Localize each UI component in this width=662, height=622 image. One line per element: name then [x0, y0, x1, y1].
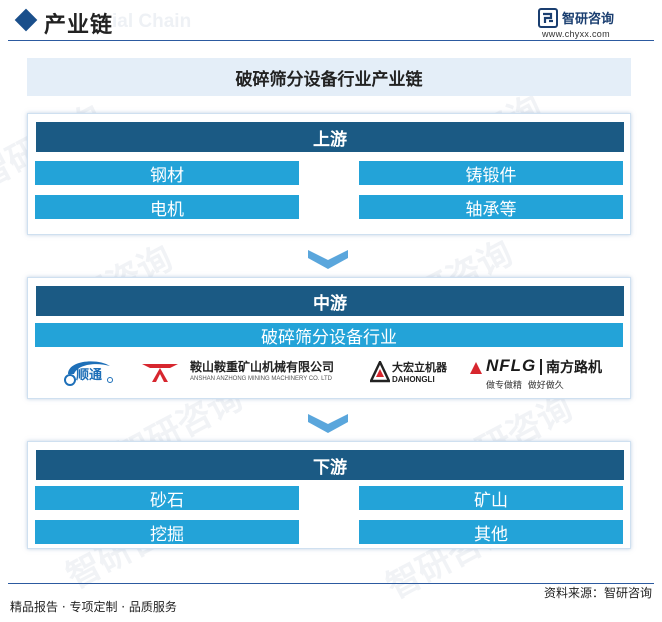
midstream-section: 中游 破碎筛分设备行业	[27, 277, 631, 399]
brand: 智研咨询 www.chyxx.com	[538, 6, 648, 40]
anzhong-logo-icon	[142, 364, 178, 382]
midstream-industry: 破碎筛分设备行业	[35, 323, 623, 348]
dahongli-logo-icon	[370, 361, 390, 383]
diagram-title: 破碎筛分设备行业产业链	[27, 58, 631, 96]
logo-shuntong: 顺通	[58, 354, 116, 394]
upstream-item: 钢材	[35, 161, 299, 186]
footer-rule	[8, 583, 654, 584]
upstream-item: 电机	[35, 195, 299, 220]
page-header: 产业链 ial Chain 智研咨询 www.chyxx.com	[0, 0, 662, 42]
brand-url: www.chyxx.com	[542, 29, 610, 39]
nflg-logo-icon	[470, 362, 482, 374]
flow-arrow-down-icon	[308, 414, 348, 433]
midstream-title: 中游	[36, 286, 624, 316]
logo-anzhong: 鞍山鞍重矿山机械有限公司 ANSHAN ANZHONG MINING MACHI…	[140, 354, 346, 394]
downstream-item: 其他	[359, 520, 623, 545]
upstream-item: 铸锻件	[359, 161, 623, 186]
upstream-item: 轴承等	[359, 195, 623, 220]
footer-slogan: 精品报告 · 专项定制 · 品质服务	[10, 600, 177, 614]
upstream-section: 上游 钢材 铸锻件 电机 轴承等	[27, 113, 631, 235]
shuntong-logo-icon	[64, 361, 113, 386]
header-rule	[8, 40, 654, 41]
downstream-section: 下游 砂石 矿山 挖掘 其他	[27, 441, 631, 549]
header-ghost-text: ial Chain	[112, 11, 192, 32]
page-title: 产业链	[44, 13, 114, 38]
brand-logo-icon	[538, 8, 558, 28]
flow-arrow-down-icon	[308, 250, 348, 269]
downstream-item: 矿山	[359, 486, 623, 511]
brand-name: 智研咨询	[562, 12, 615, 27]
logo-dahongli: 大宏立机器 DAHONGLI	[370, 354, 452, 394]
nflg-divider	[540, 359, 542, 375]
shuntong-name: 顺通	[76, 368, 103, 383]
dahongli-name: 大宏立机器	[392, 361, 447, 374]
nflg-name: 南方路机	[546, 360, 602, 376]
downstream-item: 砂石	[35, 486, 299, 511]
nflg-mark: NFLG	[486, 356, 537, 375]
downstream-title: 下游	[36, 450, 624, 480]
logo-nflg: NFLG 南方路机 做专做精 做好做久	[468, 354, 618, 394]
anzhong-en: ANSHAN ANZHONG MINING MACHINERY CO. LTD	[190, 376, 333, 382]
diamond-icon	[14, 8, 38, 32]
downstream-item: 挖掘	[35, 520, 299, 545]
dahongli-en: DAHONGLI	[392, 375, 435, 384]
anzhong-name: 鞍山鞍重矿山机械有限公司	[190, 360, 335, 374]
source-note: 资料来源：智研咨询	[543, 586, 652, 600]
nflg-slogan: 做专做精 做好做久	[486, 381, 564, 391]
upstream-title: 上游	[36, 122, 624, 152]
